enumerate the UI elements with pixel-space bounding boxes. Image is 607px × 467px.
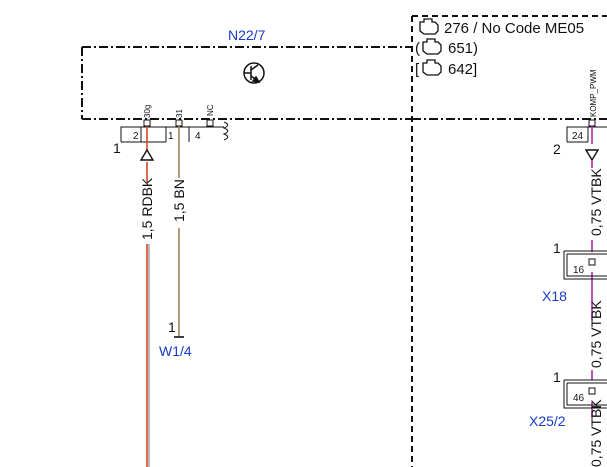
pin-number-nc: 4 [195,131,201,142]
transistor-icon [243,62,265,84]
info-box: 276 / No Code ME05 ( 651) [ 642] [415,18,584,78]
pin-nc: NC 4 [195,104,215,142]
wire-label-red: 1,5 RDBK [139,177,155,240]
pin-label-30g: 30g [143,105,152,118]
engine-icon [419,18,439,35]
component-name: N22/7 [228,27,266,43]
component-box-n22-7 [81,46,412,120]
connector-x25-2: 1 46 X25/2 [529,369,607,429]
info-line-2: 651) [448,40,478,57]
wire-label-violet-1: 0,75 VTBK [588,168,604,236]
pin-label-31: 31 [175,109,184,118]
info-line-1: 276 / No Code ME05 [444,20,584,37]
pin-label-nc: NC [206,104,215,116]
connector-number-left: 1 [113,140,121,156]
wire-brown [174,126,184,338]
x18-side-number: 1 [553,240,561,256]
wire-red [139,126,155,467]
wire-label-violet-2: 0,75 VTBK [588,300,604,368]
x18-pin-number: 16 [573,265,585,276]
engine-icon [422,38,442,55]
info-line-3: 642] [448,61,477,78]
x25-2-pin-number: 46 [573,393,585,404]
connector-number-right: 2 [553,141,561,157]
pin-number-30g: 2 [133,131,139,142]
connector-strip-main [120,121,229,143]
wire-label-brown: 1,5 BN [171,179,187,222]
x25-2-name: X25/2 [529,413,566,429]
info-prefix-2: ( [415,40,420,57]
info-prefix-3: [ [415,61,420,78]
pin-label-komp-pwm: KOMP_PWM [589,69,598,117]
pin-number-31: 1 [168,131,174,142]
wire-violet [584,126,600,418]
module-box-right [411,15,607,467]
x18-name: X18 [542,288,567,304]
w14-name: W1/4 [159,343,192,359]
pin-31: 31 1 [168,109,184,142]
pin-komp-pwm: KOMP_PWM 24 [566,69,607,143]
pin-number-komp-pwm: 24 [572,131,584,142]
engine-icon [422,59,442,76]
x25-2-side-number: 1 [553,369,561,385]
connector-x18: 1 16 X18 [542,240,607,304]
pin-30g: 30g 2 [133,105,152,142]
wire-label-violet-3: 0,75 VTBK [588,399,604,467]
w14-pin-number: 1 [168,319,176,335]
